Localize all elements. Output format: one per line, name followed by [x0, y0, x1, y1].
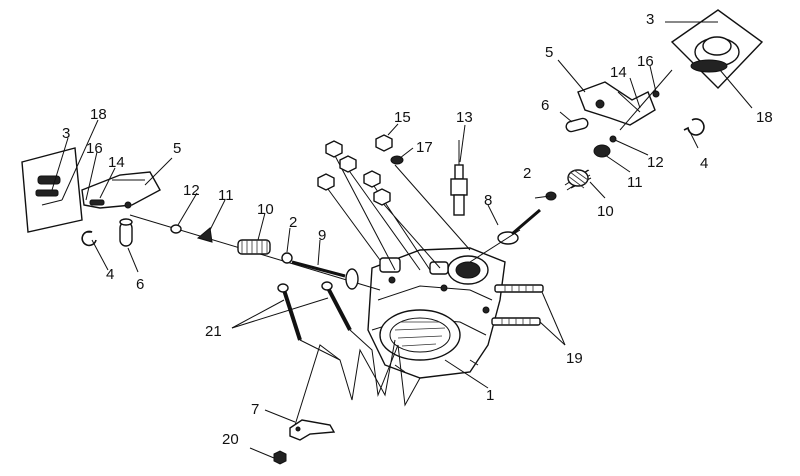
label-11-left: 11: [218, 187, 234, 204]
studs: [491, 284, 544, 326]
label-3-left: 3: [62, 125, 70, 142]
label-16-left: 16: [86, 140, 103, 157]
callout-labels: 1 2 2 3 3 4 4 5 5 6 6 7 8 9 10 10 11 11 …: [62, 11, 773, 448]
label-17: 17: [416, 139, 433, 156]
label-5-left: 5: [173, 140, 181, 157]
label-8: 8: [484, 192, 492, 209]
label-15: 15: [394, 109, 411, 126]
spark-plug: [450, 140, 468, 216]
label-12-left: 12: [183, 182, 200, 199]
label-6-left: 6: [136, 276, 144, 293]
bracket-and-bolt: [273, 419, 336, 465]
label-18-left: 18: [90, 106, 107, 123]
label-14-left: 14: [108, 154, 125, 171]
label-21: 21: [205, 323, 222, 340]
label-20: 20: [222, 431, 239, 448]
label-2-right: 2: [523, 165, 531, 182]
head-bolts: [277, 281, 421, 426]
label-10-left: 10: [257, 201, 274, 218]
label-13: 13: [456, 109, 473, 126]
label-5-right: 5: [545, 44, 553, 61]
label-14-right: 14: [610, 64, 627, 81]
label-12-right: 12: [647, 154, 664, 171]
label-2-left: 2: [289, 214, 297, 231]
label-4-right: 4: [700, 155, 708, 172]
label-16-right: 16: [637, 53, 654, 70]
label-10-right: 10: [597, 203, 614, 220]
top-nuts: [317, 134, 471, 271]
label-7: 7: [251, 401, 259, 418]
cylinder-head: [367, 247, 506, 379]
label-4-left: 4: [106, 266, 114, 283]
label-19: 19: [566, 350, 583, 367]
label-6-right: 6: [541, 97, 549, 114]
label-9: 9: [318, 227, 326, 244]
label-18-right: 18: [756, 109, 773, 126]
label-11-right: 11: [627, 174, 643, 191]
right-valve-train: [469, 9, 764, 263]
label-1: 1: [486, 387, 494, 404]
leader-lines: [51, 21, 753, 459]
label-3-right: 3: [646, 11, 654, 28]
